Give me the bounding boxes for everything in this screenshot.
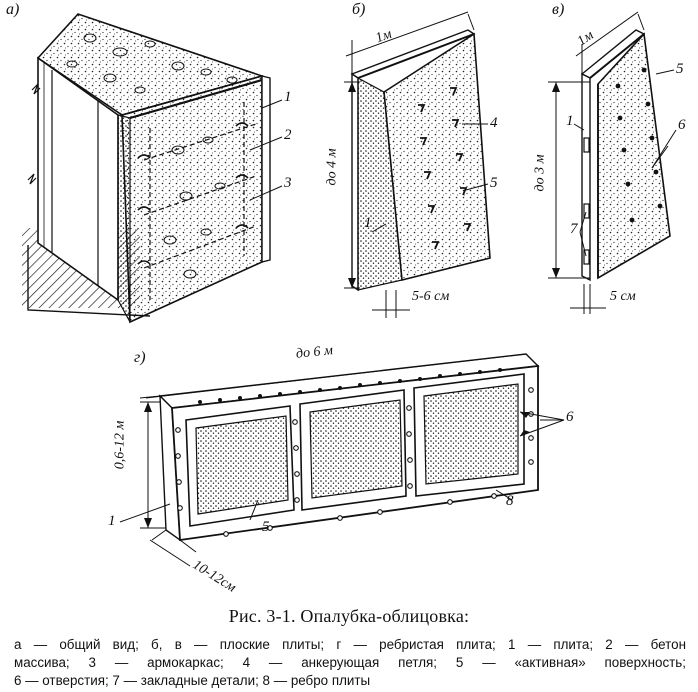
dim-b-height: до 4 м (324, 148, 340, 186)
callout-4-b: 4 (490, 115, 498, 131)
callout-3-a: 3 (284, 175, 292, 191)
caption-title: Рис. 3-1. Опалубка-облицовка: (228, 606, 470, 626)
plate-v-edge (581, 72, 591, 282)
caption-line-3: 6 — отверстия; 7 — закладные детали; 8 —… (14, 673, 371, 688)
callout-2-a: 2 (284, 127, 292, 143)
figure-drawing (22, 11, 677, 567)
panel-g-drawing (119, 353, 565, 567)
panel-b-label: б) (352, 1, 366, 18)
callout-5-v: 5 (676, 61, 684, 77)
panel-a-label: а) (6, 1, 20, 18)
formwork-figure: а) б) в) г) 1 2 3 4 5 1 5 6 1 7 6 1 5 8 … (6, 1, 686, 596)
callout-6-v: 6 (678, 117, 686, 133)
caption-line-2: массива; 3 — армокаркас; 4 — анкерующая … (14, 655, 686, 670)
callout-1-g: 1 (108, 513, 116, 529)
panel-v-label: в) (552, 1, 565, 18)
callout-5-b: 5 (490, 175, 498, 191)
dim-g-height: 0,6-12 м (112, 420, 128, 470)
callout-1-v: 1 (566, 113, 574, 129)
callout-8-g: 8 (506, 493, 514, 509)
dim-b-thickness: 5-6 см (412, 289, 450, 304)
mass-front-face (121, 74, 263, 324)
callout-7-v: 7 (570, 221, 578, 237)
panel-a-drawing (22, 13, 283, 324)
panel-g-label: г) (134, 349, 146, 366)
panel-b-drawing (344, 11, 491, 318)
caption-line-1: а — общий вид; б, в — плоские плиты; г —… (14, 637, 686, 652)
callout-6-g: 6 (566, 409, 574, 425)
panel-v-drawing (548, 11, 677, 314)
figure-caption: Рис. 3-1. Опалубка-облицовка: а — общий … (0, 602, 698, 692)
callout-5-g: 5 (262, 519, 270, 535)
callout-1-a: 1 (284, 89, 292, 105)
caption-legend: а — общий вид; б, в — плоские плиты; г —… (14, 636, 686, 690)
callout-1-b: 1 (364, 215, 372, 231)
dim-v-height: до 3 м (532, 154, 548, 192)
plate-b-edge (351, 72, 359, 292)
dim-v-thickness: 5 см (610, 289, 636, 304)
